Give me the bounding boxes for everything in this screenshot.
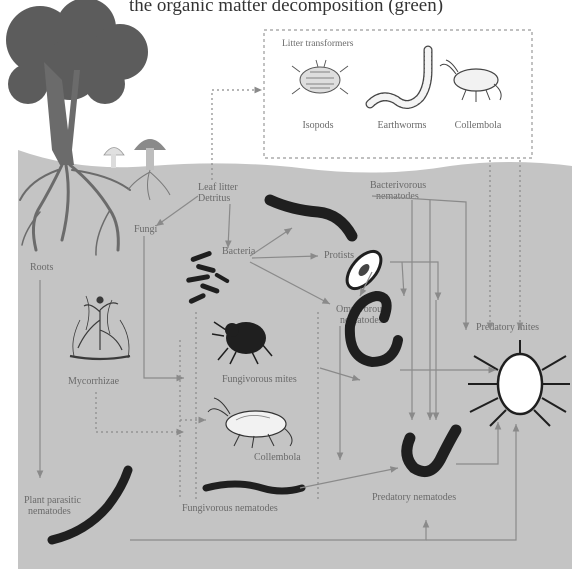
top-caption: the organic matter decomposition (green) xyxy=(129,0,443,16)
isopods-label: Isopods xyxy=(302,120,333,131)
roots-label: Roots xyxy=(30,262,53,273)
fungivorous-nematodes-label: Fungivorous nematodes xyxy=(182,503,278,514)
predatory-mites-label: Predatory mites xyxy=(476,322,539,333)
detritus-label: Detritus xyxy=(198,193,230,204)
plant-parasitic-label-1: Plant parasitic xyxy=(24,495,81,506)
litter-box-title: Litter transformers xyxy=(282,38,354,49)
fungi-label: Fungi xyxy=(134,224,158,235)
leaf-litter-label: Leaf litter xyxy=(198,182,238,193)
plant-parasitic-label-2: nematodes xyxy=(28,506,71,517)
fungivorous-mites-label: Fungivorous mites xyxy=(222,374,297,385)
litter-transformers-box xyxy=(264,30,532,158)
mycorrhizae-label: Mycorrhizae xyxy=(68,376,120,387)
soil-bottom-edge xyxy=(18,548,572,569)
collembola-top-label: Collembola xyxy=(455,120,502,131)
predatory-nematodes-label: Predatory nematodes xyxy=(372,492,456,503)
protists-label: Protists xyxy=(324,250,354,261)
collembola-label: Collembola xyxy=(254,452,301,463)
bacterivorous-nematodes-label-1: Bacterivorous xyxy=(370,180,426,191)
mushrooms xyxy=(104,139,166,170)
earthworms-label: Earthworms xyxy=(378,120,427,131)
